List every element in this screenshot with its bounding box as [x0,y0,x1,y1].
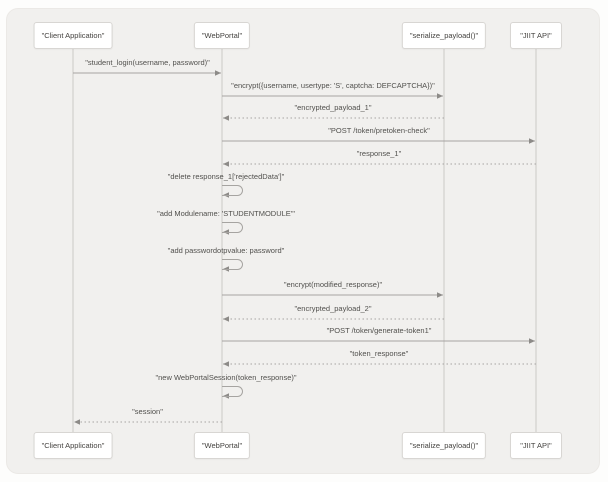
message-arrowhead-13 [74,419,80,425]
message-label-9: "encrypted_payload_2" [294,304,372,313]
actor-box-client-bottom: "Client Application" [33,432,113,459]
self-loop-12 [222,386,243,397]
actor-box-jiit-top: "JIIT API" [510,22,562,49]
diagram-panel [6,8,600,474]
self-loop-7 [222,259,243,270]
message-label-13: "session" [132,407,163,416]
message-label-7: "add passwordotpvalue: password" [167,246,285,255]
message-label-6: "add Modulename: 'STUDENTMODULE'" [157,209,295,218]
message-arrowhead-9 [223,316,229,322]
self-loop-6 [222,222,243,233]
message-label-12: "new WebPortalSession(token_response)" [155,373,297,382]
message-arrowhead-3 [529,138,535,144]
message-arrowhead-1 [437,93,443,99]
actor-box-serialize-bottom: "serialize_payload()" [401,432,487,459]
message-label-3: "POST /token/pretoken-check" [328,126,430,135]
message-label-8: "encrypt(modified_response)" [283,280,383,289]
message-arrowhead-4 [223,161,229,167]
message-arrowhead-8 [437,292,443,298]
message-label-2: "encrypted_payload_1" [294,103,372,112]
actor-box-client-top: "Client Application" [33,22,113,49]
actor-box-webportal-bottom: "WebPortal" [193,432,251,459]
message-label-5: "delete response_1['rejectedData']" [167,172,285,181]
message-label-1: "encrypt({username, usertype: 'S', captc… [231,81,435,90]
message-arrowhead-10 [529,338,535,344]
message-arrowhead-2 [223,115,229,121]
message-arrowhead-0 [215,70,221,76]
self-loop-5 [222,185,243,196]
message-label-4: "response_1" [356,149,402,158]
actor-box-webportal-top: "WebPortal" [193,22,251,49]
message-arrowhead-11 [223,361,229,367]
message-label-0: "student_login(username, password)" [85,58,210,67]
message-label-10: "POST /token/generate-token1" [326,326,432,335]
actor-box-serialize-top: "serialize_payload()" [401,22,487,49]
message-label-11: "token_response" [349,349,409,358]
actor-box-jiit-bottom: "JIIT API" [510,432,562,459]
